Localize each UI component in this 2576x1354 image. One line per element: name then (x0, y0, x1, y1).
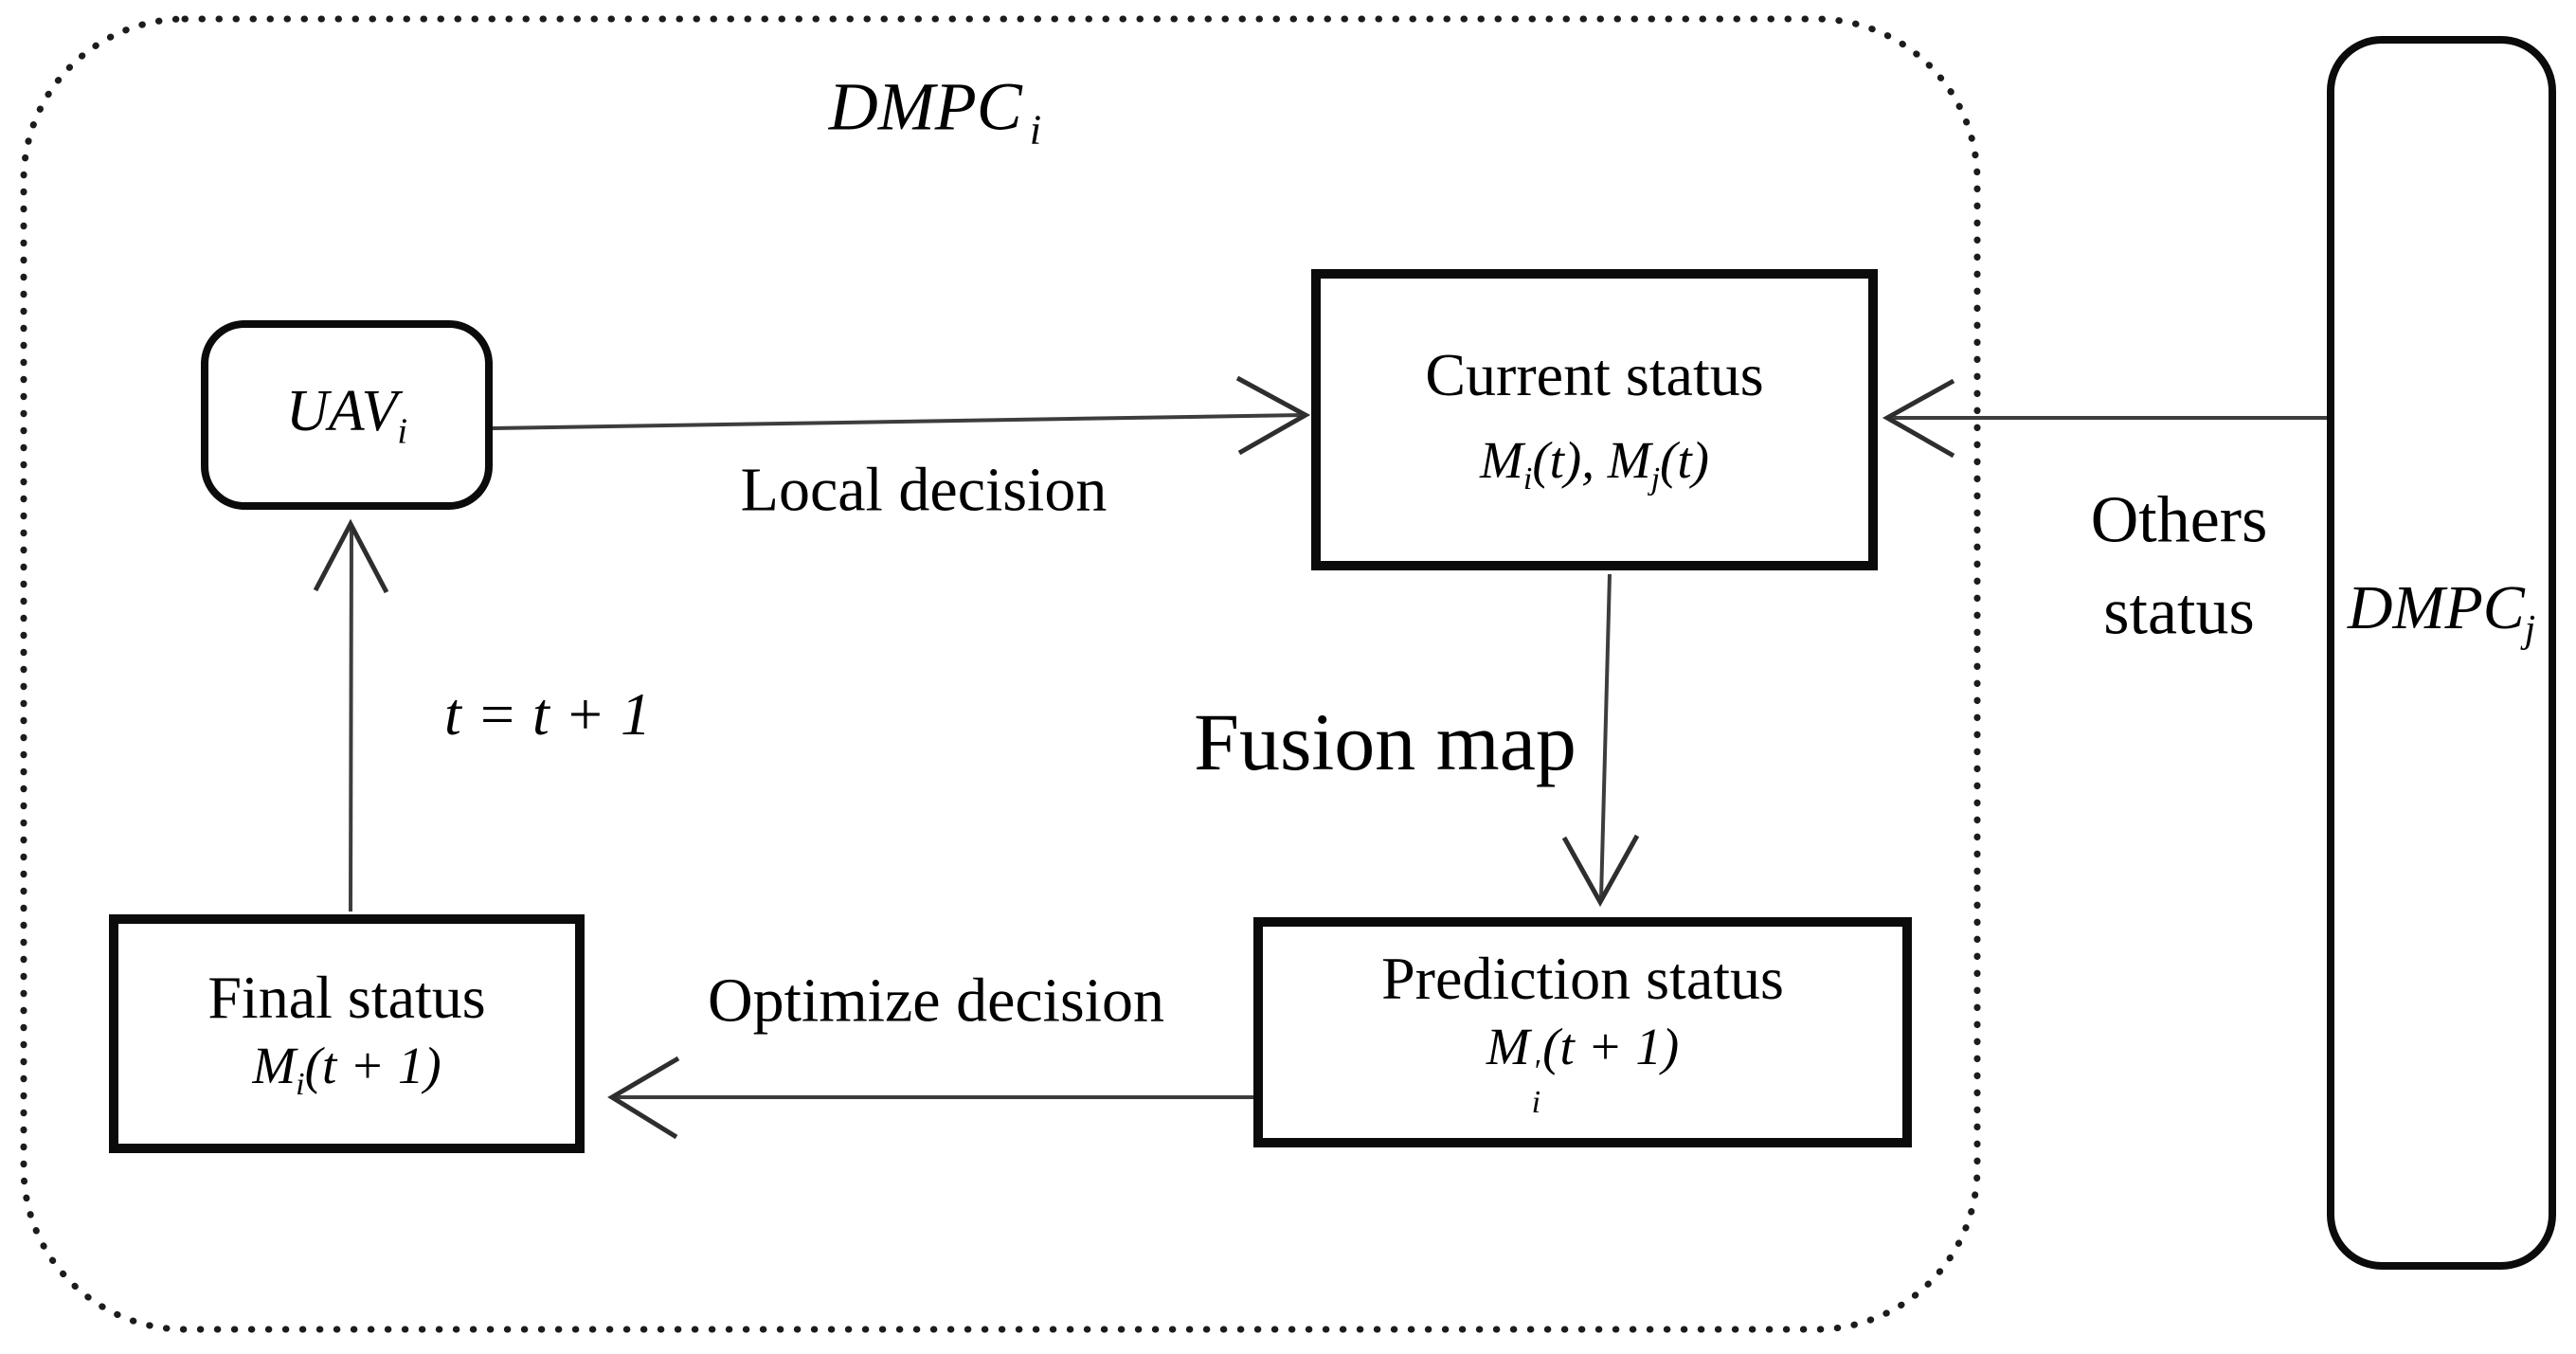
arrow-local-decision (492, 375, 1311, 456)
current-status-formula: Mi(t), Mj(t) (1480, 430, 1709, 497)
current-formula-mid: (t), M (1532, 430, 1651, 489)
current-formula-sub2: j (1650, 460, 1661, 496)
arrow-fusion-map-head (1561, 834, 1640, 908)
fusion-map-label: Fusion map (1194, 695, 1576, 787)
dmpc-i-group-border (20, 15, 1981, 1333)
dmpc-j-node: DMPCj (2327, 36, 2556, 1270)
local-decision-label: Local decision (740, 455, 1108, 525)
final-formula-sub: i (296, 1066, 305, 1102)
prediction-formula-sub: i (1531, 1084, 1541, 1120)
final-status-title: Final status (207, 964, 486, 1032)
current-status-title: Current status (1425, 341, 1764, 409)
prediction-status-title: Prediction status (1381, 945, 1784, 1013)
dmpc-i-title-sub: i (1029, 105, 1042, 153)
current-formula-sub1: i (1522, 460, 1533, 496)
others-status-label: Others status (2091, 475, 2268, 658)
prediction-formula-base: M (1486, 1017, 1530, 1075)
uav-label-sub: i (397, 411, 408, 452)
others-status-label-line1: Others (2090, 483, 2268, 557)
arrow-fusion-map (1561, 573, 1640, 908)
time-update-label: t = t + 1 (444, 679, 651, 748)
dmpc-j-node-label: DMPCj (2348, 572, 2535, 651)
arrow-others-status-head (1882, 378, 1955, 459)
current-formula-end: (t) (1660, 430, 1709, 489)
final-formula-base: M (252, 1036, 297, 1094)
arrow-optimize-decision (607, 1056, 1260, 1140)
uav-label-base: UAV (285, 378, 398, 443)
prediction-status-formula: M′i(t + 1) (1486, 1017, 1679, 1119)
current-formula-m1: M (1480, 430, 1523, 489)
arrow-local-decision-line (492, 413, 1305, 430)
arrow-time-update-head (313, 518, 389, 594)
dmpc-j-label-sub: j (2524, 607, 2536, 651)
arrow-others-status (1882, 378, 2329, 459)
prediction-formula-prime-sub-stack: ′i (1531, 1054, 1541, 1120)
arrow-local-decision-head (1235, 375, 1311, 456)
arrow-optimize-decision-head (607, 1056, 680, 1140)
dmpc-i-title-base: DMPC (828, 68, 1022, 145)
others-status-label-line2: status (2103, 575, 2255, 648)
arrow-time-update (313, 518, 389, 912)
prediction-status-node: Prediction status M′i(t + 1) (1253, 917, 1912, 1147)
current-status-node: Current status Mi(t), Mj(t) (1311, 269, 1878, 570)
uav-node: UAVi (201, 320, 493, 510)
prediction-formula-prime: ′ (1532, 1054, 1540, 1090)
prediction-formula-end: (t + 1) (1542, 1017, 1680, 1075)
final-status-node: Final status Mi(t + 1) (109, 914, 585, 1153)
dmpc-j-label-base: DMPC (2347, 573, 2525, 643)
final-formula-end: (t + 1) (304, 1036, 441, 1094)
arrow-fusion-map-line (1599, 573, 1612, 899)
final-status-formula: Mi(t + 1) (252, 1036, 441, 1103)
uav-node-label: UAVi (286, 378, 407, 452)
optimize-decision-label: Optimize decision (707, 966, 1165, 1036)
